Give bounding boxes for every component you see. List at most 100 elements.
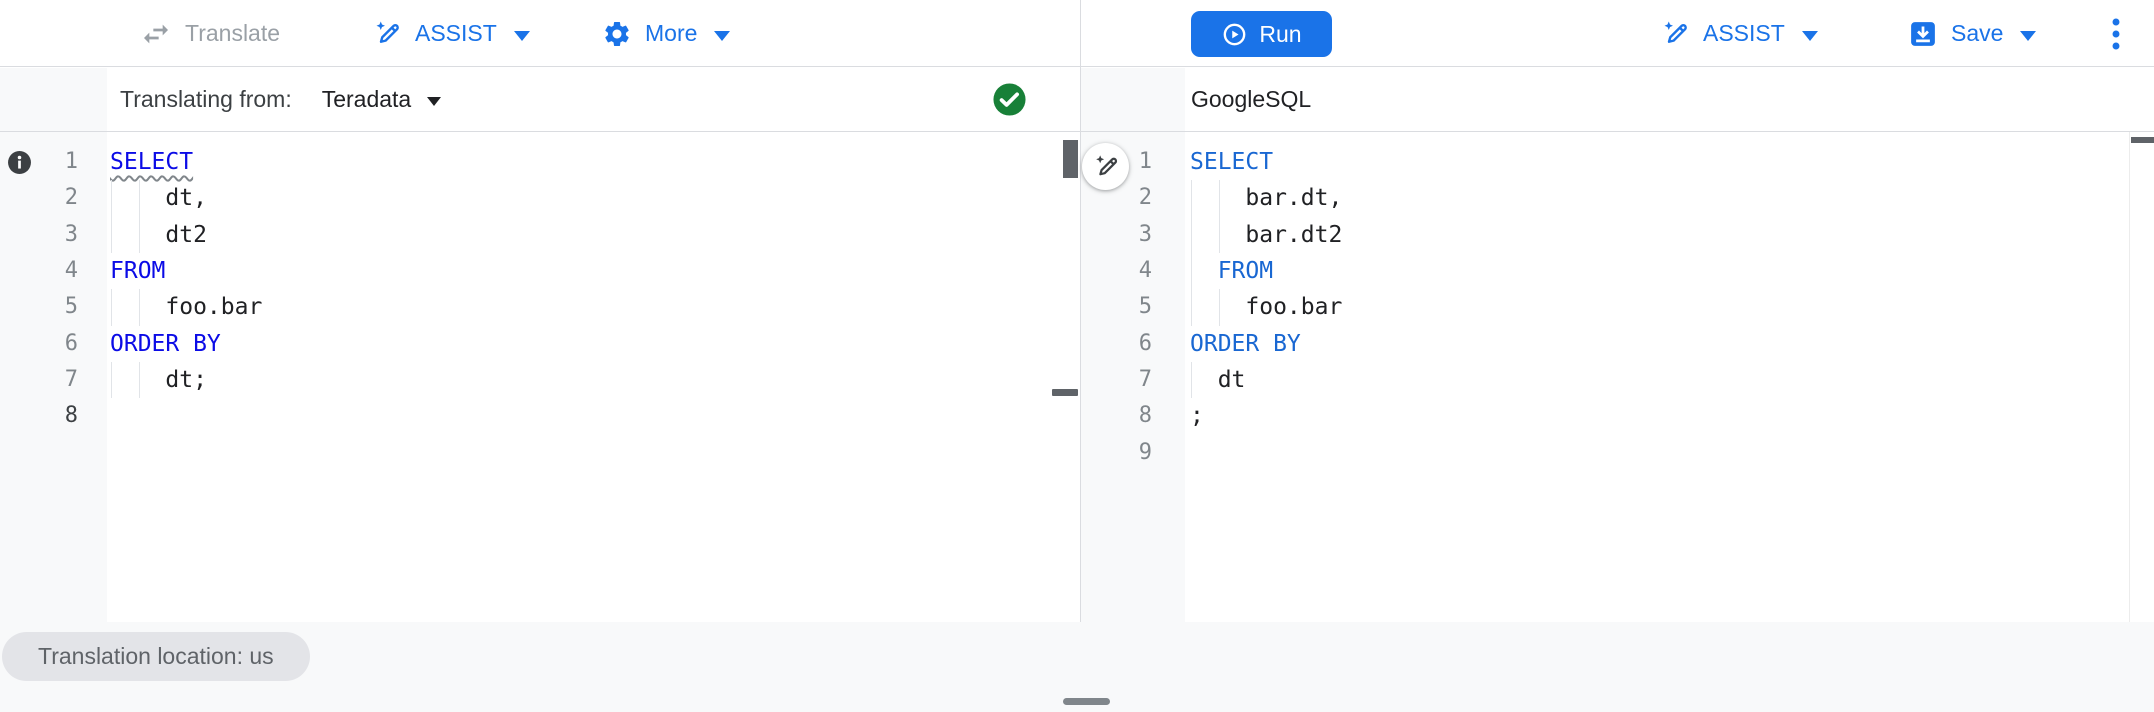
indent-guide — [1191, 289, 1192, 326]
play-circle-icon — [1224, 23, 1246, 45]
swap-horizontal-icon — [144, 24, 168, 43]
sql-keyword: FROM — [1217, 257, 1274, 284]
more-label: More — [645, 20, 698, 46]
target-panel-header: GoogleSQL — [1185, 68, 2154, 131]
sql-text: bar.dt2 — [1190, 221, 1343, 248]
line-number: 8 — [64, 403, 78, 429]
sql-text: foo.bar — [1190, 294, 1343, 321]
top-toolbar: Translate ASSIST More Run ASSIST Save — [0, 0, 2154, 67]
assist-wand-button[interactable] — [1082, 143, 1129, 190]
source-scrollbar-thumb[interactable] — [1063, 140, 1078, 178]
save-button[interactable]: Save — [1908, 0, 2037, 67]
indent-guide — [1191, 252, 1192, 290]
source-dialect-value: Teradata — [321, 86, 412, 112]
sql-text: ; — [1190, 403, 1204, 430]
line-number: 6 — [64, 330, 78, 356]
line-number: 1 — [64, 149, 78, 174]
magic-pen-icon — [1095, 154, 1117, 175]
translate-label: Translate — [185, 20, 281, 46]
panel-resize-handle[interactable] — [1052, 389, 1078, 396]
gear-icon — [605, 21, 629, 46]
sql-text: dt2 — [110, 221, 207, 248]
lint-info-icon[interactable] — [7, 150, 32, 175]
target-scrollbar-thumb[interactable] — [2131, 137, 2154, 143]
code-line: FROM — [1185, 252, 2129, 290]
bottom-bar: Translation location: us — [0, 622, 2154, 712]
target-dialect-title: GoogleSQL — [1191, 86, 1312, 112]
line-number: 9 — [1138, 439, 1152, 465]
target-scroll-track — [2129, 132, 2130, 622]
code-line: ORDER BY — [1185, 326, 2129, 362]
source-dialect-dropdown[interactable]: Teradata — [322, 86, 442, 113]
line-number: 4 — [64, 257, 78, 283]
assist-right-label: ASSIST — [1703, 20, 1785, 46]
save-icon — [1911, 21, 1935, 46]
chevron-down-icon — [513, 30, 530, 41]
code-line: dt; — [107, 361, 1063, 399]
source-panel-header: Translating from: Teradata — [107, 68, 1080, 131]
run-label: Run — [1259, 20, 1302, 47]
line-number: 6 — [1138, 330, 1152, 356]
chevron-down-icon — [427, 97, 442, 106]
magic-pen-icon — [1664, 21, 1687, 43]
code-line — [107, 398, 1063, 434]
line-number: 3 — [64, 221, 78, 247]
header-divider — [0, 131, 2154, 132]
chevron-down-icon — [1801, 30, 1818, 41]
run-button[interactable]: Run — [1191, 11, 1332, 57]
sql-text: dt; — [110, 366, 207, 393]
line-number: 2 — [64, 185, 78, 211]
translation-location-chip: Translation location: us — [2, 632, 310, 681]
line-number: 8 — [1138, 403, 1152, 429]
valid-status-icon — [992, 82, 1027, 123]
sql-keyword: ORDER BY — [110, 330, 221, 357]
sql-text: dt, — [110, 185, 207, 212]
sql-keyword: SELECT — [110, 149, 194, 175]
overflow-menu-button[interactable] — [2100, 0, 2132, 67]
source-line-numbers: 1 2 3 4 5 6 7 8 — [0, 132, 78, 435]
magic-pen-icon — [376, 21, 399, 43]
indent-guide — [1191, 180, 1192, 217]
indent-guide — [138, 180, 140, 217]
code-line: ; — [1185, 398, 2129, 434]
line-number: 5 — [64, 294, 78, 320]
translate-button[interactable]: Translate — [140, 0, 280, 67]
panel-divider — [1080, 67, 1081, 622]
sql-text: dt — [1190, 366, 1246, 393]
assist-left-button[interactable]: ASSIST — [372, 0, 530, 67]
line-number: 5 — [1138, 294, 1152, 320]
chevron-down-icon — [2020, 30, 2037, 41]
code-line: foo.bar — [107, 289, 1063, 326]
indent-guide — [1218, 216, 1220, 253]
code-line: foo.bar — [1185, 289, 2129, 326]
line-number: 7 — [1138, 366, 1152, 392]
line-number: 1 — [1138, 149, 1152, 174]
bottom-resize-handle[interactable] — [1063, 698, 1110, 705]
line-number: 7 — [64, 366, 78, 392]
translating-from-label: Translating from: — [120, 86, 292, 112]
code-line: ORDER BY — [107, 326, 1063, 362]
sql-text: foo.bar — [110, 294, 263, 321]
line-number: 2 — [1138, 185, 1152, 211]
sql-keyword: ORDER BY — [1190, 330, 1301, 357]
line-number: 4 — [1138, 257, 1152, 283]
code-line: dt, — [107, 180, 1063, 217]
indent-guide — [1218, 289, 1220, 326]
sql-text — [1190, 258, 1218, 284]
indent-guide — [1191, 361, 1192, 399]
more-button[interactable]: More — [602, 0, 731, 67]
translation-location-text: Translation location: us — [38, 643, 274, 669]
indent-guide — [111, 289, 112, 326]
assist-right-button[interactable]: ASSIST — [1660, 0, 1818, 67]
code-line: bar.dt2 — [1185, 216, 2129, 253]
code-line: SELECT — [1185, 144, 2129, 180]
chevron-down-icon — [714, 30, 731, 41]
indent-guide — [111, 361, 112, 399]
sql-text: bar.dt, — [1190, 185, 1343, 212]
indent-guide — [138, 361, 140, 399]
assist-left-label: ASSIST — [415, 20, 497, 46]
